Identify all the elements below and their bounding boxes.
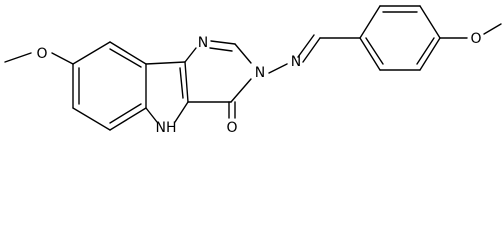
bond: [365, 37, 384, 65]
bond: [184, 61, 189, 103]
bond: [359, 5, 381, 39]
bond-lines: [4, 5, 502, 131]
bond: [297, 34, 315, 58]
bond: [184, 47, 197, 63]
bond: [359, 37, 381, 71]
bond: [302, 37, 321, 63]
bond: [51, 52, 74, 65]
bond: [234, 43, 252, 64]
bond: [109, 41, 147, 65]
atom-labels: O N N N NH O O: [36, 31, 481, 136]
bond: [416, 37, 435, 65]
bond: [72, 107, 111, 131]
atom-label-o-methoxy-left: O: [36, 46, 47, 62]
bond: [72, 41, 111, 65]
bond: [145, 61, 186, 65]
bond: [483, 23, 502, 35]
bond: [210, 40, 236, 45]
bond: [174, 101, 189, 123]
atom-label-o-carbonyl: O: [226, 120, 237, 136]
bond: [109, 48, 142, 68]
bond: [419, 5, 441, 39]
atom-label-n-imine: N: [291, 54, 301, 70]
bond: [209, 47, 233, 52]
atom-label-o-methoxy-right: O: [470, 31, 481, 47]
atom-label-n-pyrimidine-top: N: [198, 35, 208, 51]
bond: [4, 52, 32, 63]
bond: [109, 103, 142, 124]
atom-label-n-pyrimidine-ring: N: [255, 65, 265, 81]
atom-label-nh-indole: NH: [156, 120, 177, 136]
bond: [179, 67, 184, 99]
bond: [419, 37, 441, 71]
bond: [268, 63, 288, 74]
bond: [145, 107, 158, 123]
bond: [230, 78, 252, 103]
molecule-structure-diagram: O N N N NH O O: [4, 5, 502, 136]
bond: [109, 107, 147, 131]
